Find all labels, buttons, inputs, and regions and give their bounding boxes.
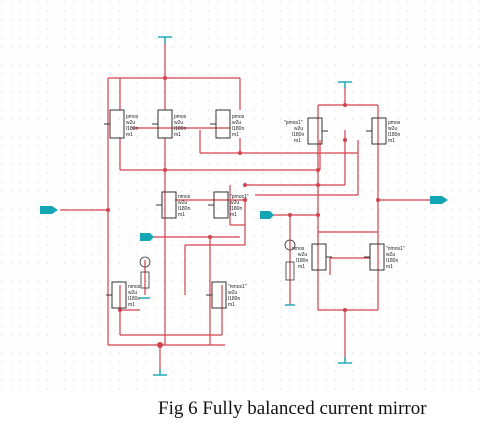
device-label-m: m1 <box>174 132 181 138</box>
resistor-symbol <box>285 261 295 281</box>
device-label-w: w2u <box>386 252 395 258</box>
junction-dot <box>238 151 242 155</box>
device-label-w: w2u <box>388 126 397 132</box>
device-label-nmos: nmos <box>178 194 191 200</box>
input-pin-right <box>260 211 274 219</box>
device-label-m: m1 <box>298 264 305 270</box>
device-label-l: l180n <box>126 126 138 132</box>
device-label-w: w2u <box>230 200 239 206</box>
device-label-l: l180n <box>296 258 308 264</box>
device-label-l: l180n <box>128 296 140 302</box>
junction-dot <box>243 198 247 202</box>
io-pins <box>40 196 448 241</box>
device-label-m: m1 <box>232 132 239 138</box>
device-label-m: m1 <box>126 132 133 138</box>
transistor-nmos: nmos w2u l180n m1 <box>292 243 332 271</box>
device-label-pmos: pmos <box>174 114 187 120</box>
device-label-m: m1 <box>388 138 395 144</box>
current-source-symbol <box>284 239 296 251</box>
figure-caption: Fig 6 Fully balanced current mirror <box>158 398 427 419</box>
junction-dot <box>343 138 347 142</box>
device-label-pmos: pmos <box>388 120 401 126</box>
transistor-nmos: nmos w2u l180n m1 <box>106 281 141 309</box>
junction-dot <box>106 208 110 212</box>
transistor-pmos: pmos w2u l180n m1 <box>366 117 401 145</box>
device-label-l: l180n <box>386 258 398 264</box>
junction-dot <box>316 183 320 187</box>
resistor-symbol <box>140 271 150 289</box>
transistor-pmos: pmos w2u l180n m1 <box>152 109 187 139</box>
junction-dot <box>157 342 163 348</box>
transistor-layer: pmos w2u l180n m1 pmos w2u l180n m1 pmos… <box>104 109 405 309</box>
junction-dot <box>288 213 292 217</box>
device-label-m: m1 <box>294 138 301 144</box>
device-label-m: m1 <box>128 302 135 308</box>
device-label-l: l180n <box>228 296 240 302</box>
device-label-w: w2u <box>128 290 137 296</box>
device-label-w: w2u <box>298 252 307 258</box>
junction-dot <box>118 308 122 312</box>
junction-dot <box>163 168 167 172</box>
device-label-model: "pmos1" <box>284 120 303 126</box>
device-label-l: l180n <box>230 206 242 212</box>
input-pin-left <box>40 206 58 214</box>
junction-dot <box>376 198 380 202</box>
bias-sources <box>139 239 296 289</box>
device-label-w: w2u <box>126 120 135 126</box>
transistor-pmos: pmos w2u l180n m1 <box>104 109 139 139</box>
device-label-l: l180n <box>388 132 400 138</box>
device-label-w: w2u <box>232 120 241 126</box>
device-label-pmos: pmos <box>126 114 139 120</box>
junction-dot <box>243 183 247 187</box>
wire-layer <box>60 40 430 372</box>
device-label-l: l180n <box>232 126 244 132</box>
junction-dot <box>316 168 320 172</box>
device-label-w: w2u <box>174 120 183 126</box>
transistor-nmos: "nmos1" w2u l180n m1 <box>206 281 247 309</box>
junction-layer <box>106 76 380 348</box>
transistor-nmos: "nmos1" w2u l180n m1 <box>364 243 405 271</box>
device-label-m: m1 <box>228 302 235 308</box>
device-label-nmos: nmos <box>128 284 141 290</box>
device-label-m: m1 <box>178 212 185 218</box>
junction-dot <box>208 235 212 239</box>
junction-dot <box>343 103 347 107</box>
output-pin-right <box>430 196 448 204</box>
current-source-symbol <box>139 256 151 268</box>
device-label-pmos: pmos <box>232 114 245 120</box>
device-label-m: m1 <box>230 212 237 218</box>
supply-pins <box>140 36 352 376</box>
device-label-m: m1 <box>386 264 393 270</box>
transistor-nmos: nmos w2u l180n m1 <box>156 191 191 219</box>
device-label-w: w2u <box>228 290 237 296</box>
device-label-l: l180n <box>178 206 190 212</box>
device-label-w: w2u <box>294 126 303 132</box>
device-label-l: l180n <box>292 132 304 138</box>
transistor-pmos: pmos w2u l180n m1 <box>210 109 245 139</box>
device-label-l: l180n <box>174 126 186 132</box>
device-label-nmos: nmos <box>292 246 305 252</box>
device-label-w: w2u <box>178 200 187 206</box>
dot-grid-background <box>0 0 486 392</box>
transistor-pmos: "pmos1" w2u l180n m1 <box>208 191 249 219</box>
junction-dot <box>343 308 347 312</box>
bias-pin <box>140 233 154 241</box>
device-label-model: "pmos1" <box>230 194 249 200</box>
transistor-pmos: "pmos1" w2u l180n m1 <box>284 117 328 145</box>
junction-dot <box>163 76 167 80</box>
device-label-model: "nmos1" <box>386 246 405 252</box>
junction-dot <box>316 213 320 217</box>
device-label-model: "nmos1" <box>228 284 247 290</box>
